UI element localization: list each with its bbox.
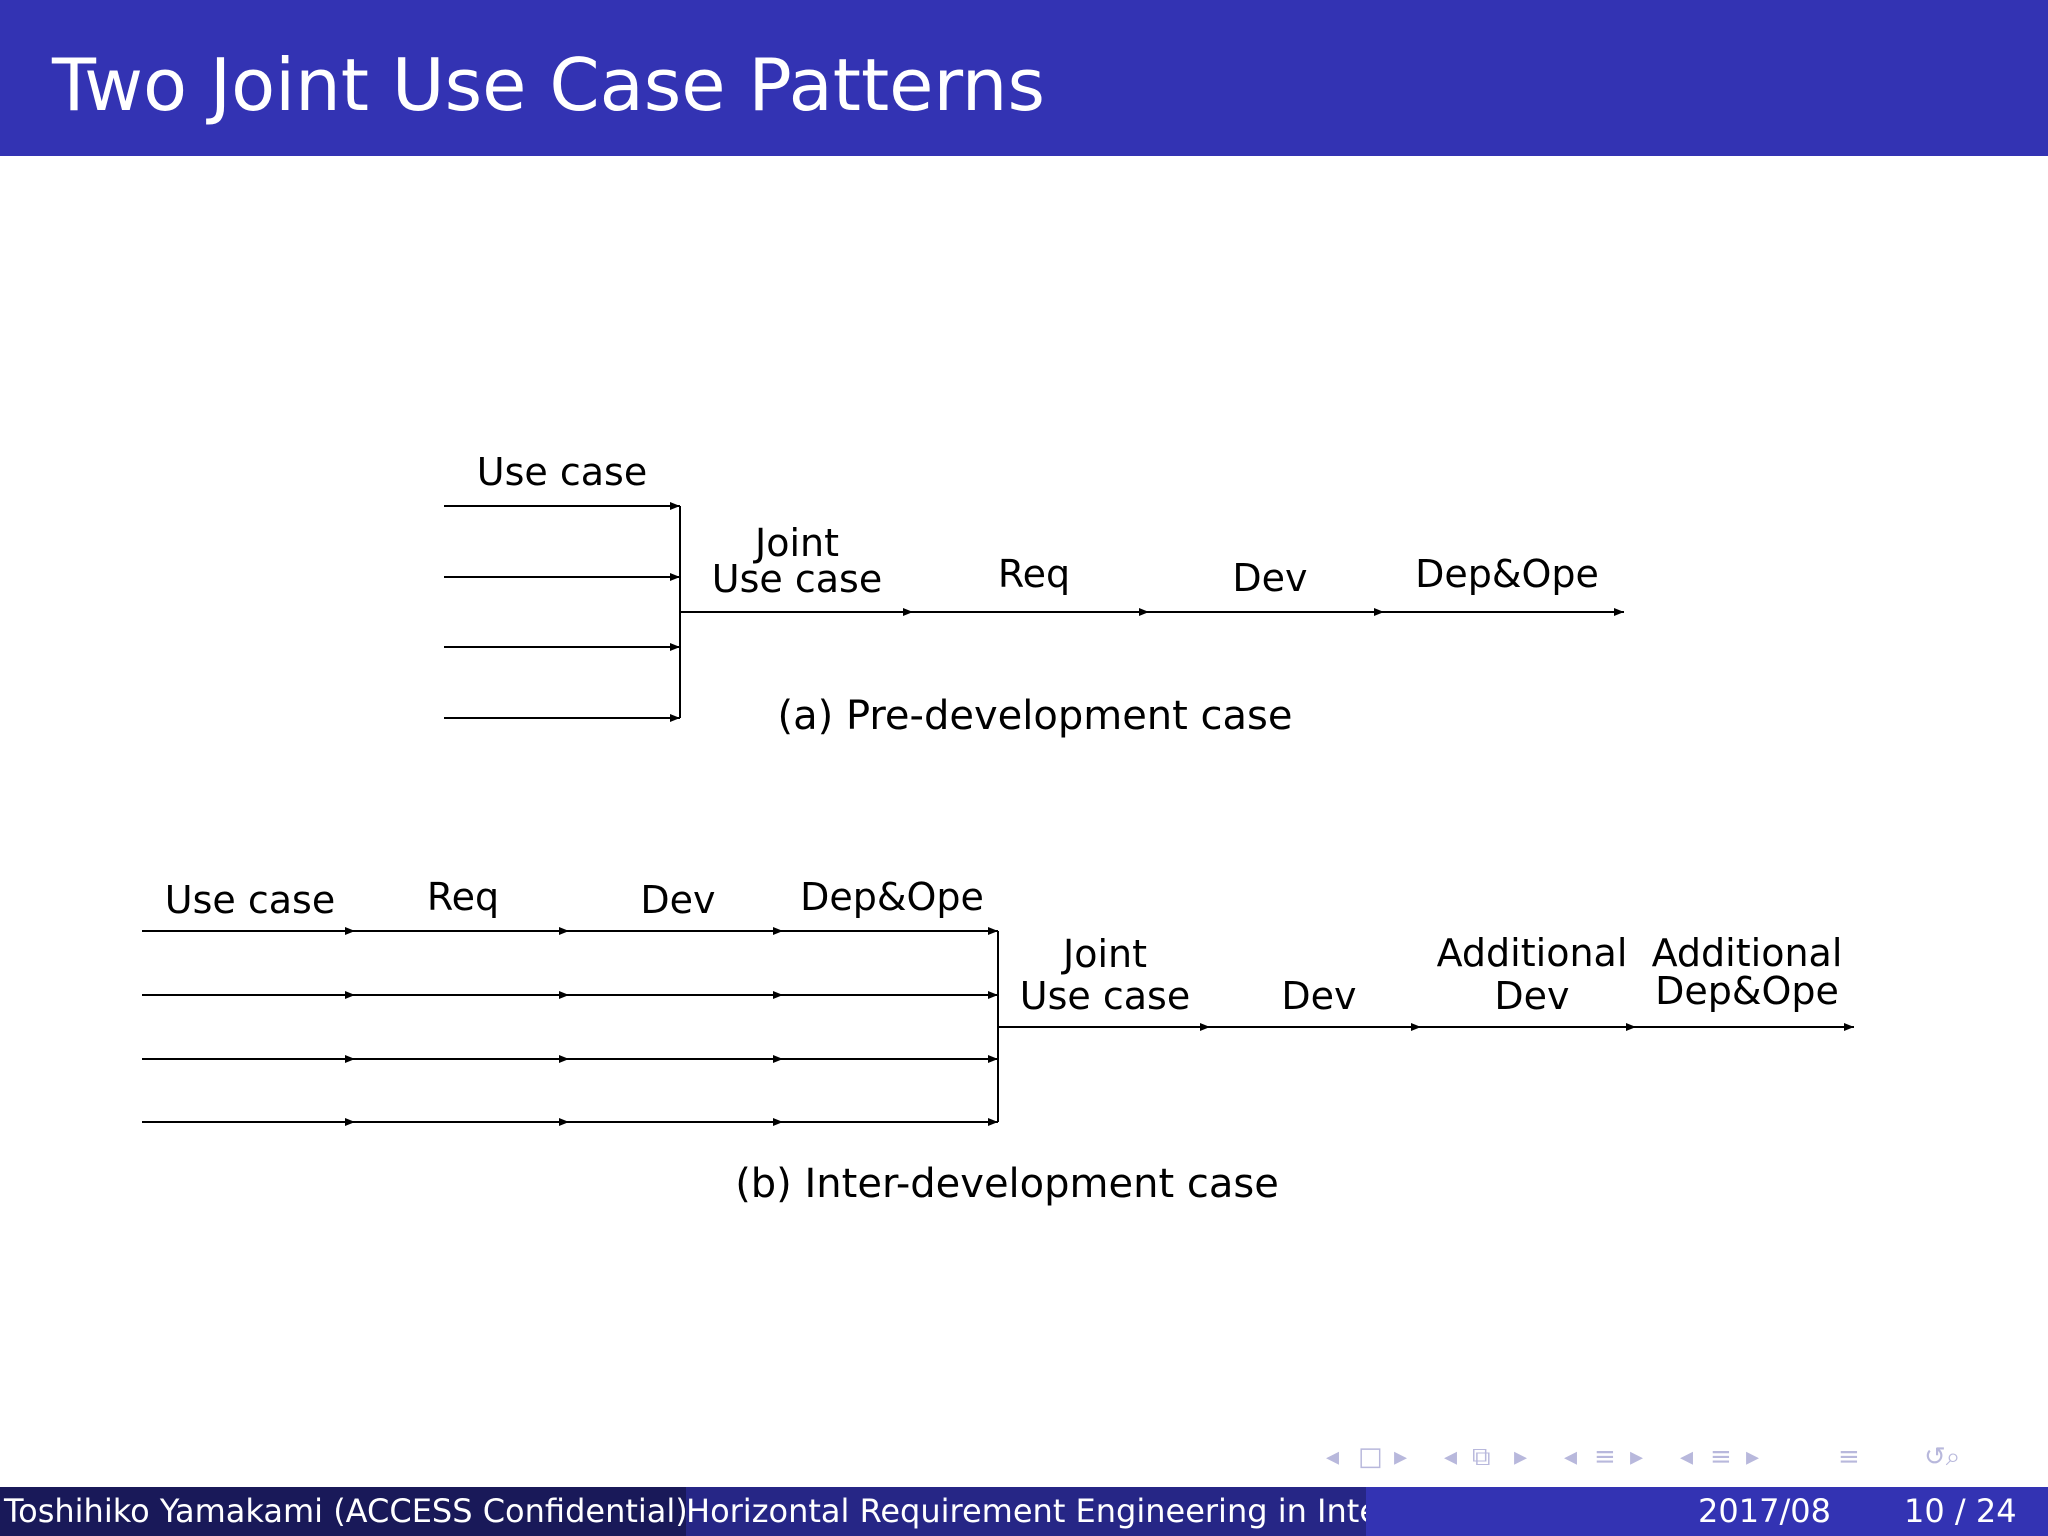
input-label: Use case	[165, 878, 335, 922]
navigation-controls: ◂ □ ▸ ◂ ⧉ ▸ ◂ ≡ ▸ ◂ ≡ ▸ ≡ ↺⌕	[1318, 1437, 2038, 1477]
nav-search-icon[interactable]: ↺⌕	[1924, 1442, 1961, 1472]
footer-title-box: Horizontal Requirement Engineering in In…	[686, 1487, 1366, 1536]
diagram-b-labels: Use case Req Dev Dep&Ope Joint Use case …	[165, 875, 1843, 1207]
nav-next-slide-icon[interactable]: ▸	[1514, 1442, 1528, 1472]
footer: Toshihiko Yamakami (ACCESS Confidential)…	[0, 1487, 2048, 1536]
nav-prev-frame-icon[interactable]: ◂	[1326, 1442, 1340, 1472]
nav-next-frame-icon[interactable]: ▸	[1394, 1442, 1408, 1472]
stage-label: Dev	[1232, 556, 1307, 600]
stage-label: Dev	[1281, 974, 1356, 1018]
nav-next-section-icon[interactable]: ▸	[1630, 1442, 1644, 1472]
nav-subsection-icon[interactable]: ≡	[1710, 1442, 1732, 1472]
joint-label-line2: Use case	[712, 557, 882, 601]
caption-b: (b) Inter-development case	[735, 1161, 1279, 1207]
additional-dev-line1: Additional	[1437, 931, 1628, 975]
input-label: Dev	[640, 878, 715, 922]
caption-a: (a) Pre-development case	[778, 693, 1293, 739]
footer-talk-title: Horizontal Requirement Engineering in In…	[686, 1492, 1366, 1530]
joint-label-line2: Use case	[1020, 974, 1190, 1018]
footer-author-box: Toshihiko Yamakami (ACCESS Confidential)	[0, 1487, 686, 1536]
joint-label-line1: Joint	[753, 521, 839, 565]
nav-prev-subsection-icon[interactable]: ◂	[1680, 1442, 1694, 1472]
footer-author: Toshihiko Yamakami (ACCESS Confidential)	[4, 1492, 686, 1530]
nav-prev-section-icon[interactable]: ◂	[1564, 1442, 1578, 1472]
additional-dev-line2: Dev	[1494, 974, 1569, 1018]
nav-frame-icon[interactable]: □	[1358, 1442, 1383, 1472]
stage-label: Dep&Ope	[1415, 552, 1599, 596]
diagram-a-labels: Use case Joint Use case Req Dev Dep&Ope …	[477, 450, 1599, 739]
nav-prev-slide-icon[interactable]: ◂	[1444, 1442, 1458, 1472]
input-label: Req	[427, 875, 499, 919]
nav-slide-icon[interactable]: ⧉	[1472, 1442, 1491, 1472]
footer-meta-box: 2017/08 10 / 24	[1366, 1487, 2048, 1536]
slide-title: Two Joint Use Case Patterns	[52, 43, 1045, 127]
input-label: Dep&Ope	[800, 875, 984, 919]
footer-page-number: 10 / 24	[1904, 1492, 2017, 1530]
nav-next-subsection-icon[interactable]: ▸	[1746, 1442, 1760, 1472]
additional-dep-line2: Dep&Ope	[1655, 969, 1839, 1013]
diagram-a	[444, 502, 1624, 722]
title-bar: Two Joint Use Case Patterns	[0, 0, 2048, 156]
joint-label-line1: Joint	[1061, 932, 1147, 976]
diagram-b	[142, 927, 1854, 1126]
nav-align-icon[interactable]: ≡	[1838, 1442, 1860, 1472]
additional-dep-line1: Additional	[1652, 931, 1843, 975]
nav-section-icon[interactable]: ≡	[1594, 1442, 1616, 1472]
input-label: Use case	[477, 450, 647, 494]
stage-label: Req	[998, 552, 1070, 596]
footer-date: 2017/08	[1698, 1492, 1831, 1530]
